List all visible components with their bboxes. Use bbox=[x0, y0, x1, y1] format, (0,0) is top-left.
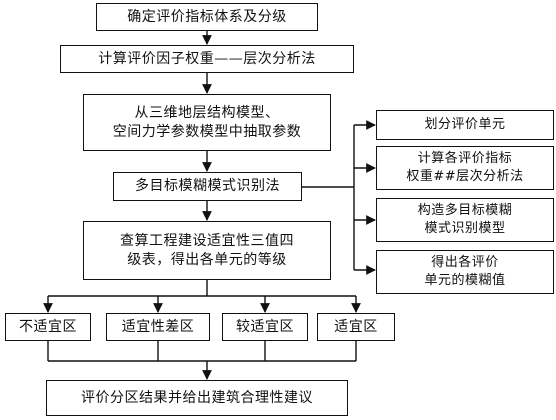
substep-3-label-line1: 构造多目标模糊 bbox=[417, 203, 513, 218]
substep-box-4: 得出各评价 单元的模糊值 bbox=[376, 250, 554, 294]
zone-4-label: 适宜区 bbox=[334, 318, 378, 335]
substep-4-label-line1: 得出各评价 bbox=[431, 255, 499, 270]
step-5-label-line2: 级表，得出各单元的等级 bbox=[127, 251, 287, 268]
substep-2-label-line1: 计算各评价指标 bbox=[417, 151, 513, 166]
step-box-4: 多目标模糊模式识别法 bbox=[113, 172, 302, 201]
step-3-label-line1: 从三维地层结构模型、 bbox=[134, 104, 280, 121]
zone-box-2: 适宜性差区 bbox=[106, 313, 210, 341]
substep-box-3: 构造多目标模糊 模式识别模型 bbox=[376, 198, 554, 242]
zone-box-1: 不适宜区 bbox=[5, 313, 91, 341]
step-box-3: 从三维地层结构模型、 空间力学参数模型中抽取参数 bbox=[83, 94, 331, 151]
zone-box-4: 适宜区 bbox=[317, 313, 395, 341]
final-box: 评价分区结果并给出建筑合理性建议 bbox=[46, 380, 348, 416]
zone-2-label: 适宜性差区 bbox=[121, 318, 195, 335]
step-5-label-line1: 查算工程建设适宜性三值四 bbox=[120, 232, 294, 249]
substep-3-label-line2: 模式识别模型 bbox=[424, 221, 506, 236]
zone-box-3: 较适宜区 bbox=[222, 313, 308, 341]
substep-box-1: 划分评价单元 bbox=[376, 110, 554, 140]
step-box-5: 查算工程建设适宜性三值四 级表，得出各单元的等级 bbox=[83, 221, 331, 280]
zone-1-label: 不适宜区 bbox=[19, 318, 77, 335]
step-2-label: 计算评价因子权重——层次分析法 bbox=[98, 50, 316, 67]
step-box-1: 确定评价指标体系及分级 bbox=[96, 3, 318, 31]
substep-box-2: 计算各评价指标 权重##层次分析法 bbox=[376, 146, 554, 190]
substep-2-label-line2: 权重##层次分析法 bbox=[406, 169, 524, 184]
step-3-label-line2: 空间力学参数模型中抽取参数 bbox=[112, 123, 302, 140]
step-1-label: 确定评价指标体系及分级 bbox=[127, 8, 287, 25]
final-label: 评价分区结果并给出建筑合理性建议 bbox=[81, 389, 313, 406]
substep-4-label-line2: 单元的模糊值 bbox=[424, 273, 506, 288]
step-4-label: 多目标模糊模式识别法 bbox=[135, 178, 280, 194]
zone-3-label: 较适宜区 bbox=[236, 318, 294, 335]
substep-1-label: 划分评价单元 bbox=[424, 117, 506, 132]
step-box-2: 计算评价因子权重——层次分析法 bbox=[60, 45, 354, 73]
